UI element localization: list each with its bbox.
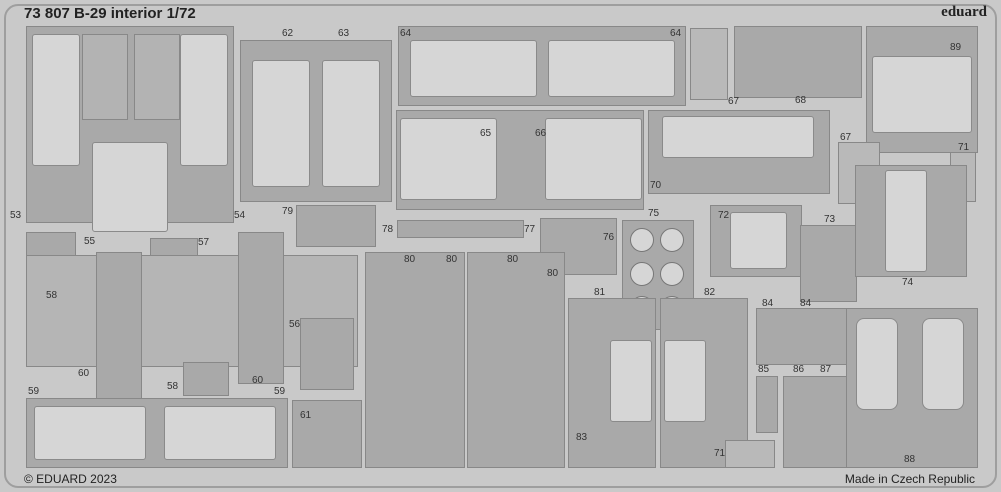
- part-71b: [725, 440, 775, 468]
- part-80a: [365, 252, 465, 468]
- part-number: 67: [840, 132, 852, 143]
- part-number: 55: [84, 236, 96, 247]
- brand-logo: eduard: [941, 4, 987, 20]
- part-number: 80: [404, 254, 416, 265]
- part-number: 58: [167, 381, 179, 392]
- seat: [922, 318, 964, 410]
- part-number: 87: [820, 364, 832, 375]
- part-68: [734, 26, 862, 98]
- part-number: 59: [28, 386, 40, 397]
- part-56: [300, 318, 354, 390]
- part-number: 82: [704, 287, 716, 298]
- panel: [32, 34, 80, 166]
- part-number: 73: [824, 214, 836, 225]
- panel: [180, 34, 228, 166]
- panel: [34, 406, 146, 460]
- part-number: 78: [382, 224, 394, 235]
- part-number: 84: [762, 298, 774, 309]
- part-number: 89: [950, 42, 962, 53]
- part-number: 75: [648, 208, 660, 219]
- part-number: 76: [603, 232, 615, 243]
- part-number: 84: [800, 298, 812, 309]
- part-number: 67: [728, 96, 740, 107]
- part-79: [296, 205, 376, 247]
- part-number: 80: [507, 254, 519, 265]
- part-number: 72: [718, 210, 730, 221]
- wheel: [660, 262, 684, 286]
- panel: [664, 340, 706, 422]
- panel: [548, 40, 675, 97]
- part-number: 86: [793, 364, 805, 375]
- panel: [730, 212, 787, 269]
- part-number: 88: [904, 454, 916, 465]
- part-60b: [96, 252, 142, 404]
- panel: [662, 116, 814, 158]
- panel: [610, 340, 652, 422]
- part-61: [292, 400, 362, 468]
- part-60c: [238, 232, 284, 384]
- part-number: 60: [78, 368, 90, 379]
- part-bars: [690, 28, 728, 100]
- part-number: 71: [958, 142, 970, 153]
- fret-frame: [4, 4, 997, 488]
- part-number: 74: [902, 277, 914, 288]
- part-number: 59: [274, 386, 286, 397]
- panel: [92, 142, 168, 232]
- part-number: 80: [446, 254, 458, 265]
- part-86-87: [783, 376, 850, 468]
- panel: [322, 60, 380, 187]
- part-number: 57: [198, 237, 210, 248]
- panel: [410, 40, 537, 97]
- part-number: 61: [300, 410, 312, 421]
- panel: [164, 406, 276, 460]
- panel: [885, 170, 927, 272]
- seat: [856, 318, 898, 410]
- part-number: 54: [234, 210, 246, 221]
- part-number: 60: [252, 375, 264, 386]
- part-73: [800, 225, 857, 302]
- wheel: [630, 228, 654, 252]
- part-number: 56: [289, 319, 301, 330]
- panel: [252, 60, 310, 187]
- part-number: 64: [400, 28, 412, 39]
- part-number: 71: [714, 448, 726, 459]
- panel: [400, 118, 497, 200]
- panel: [545, 118, 642, 200]
- part-number: 66: [535, 128, 547, 139]
- part-number: 65: [480, 128, 492, 139]
- part-number: 64: [670, 28, 682, 39]
- copyright-text: © EDUARD 2023: [24, 472, 117, 486]
- part-number: 53: [10, 210, 22, 221]
- part-number: 70: [650, 180, 662, 191]
- part-number: 62: [282, 28, 294, 39]
- part-number: 58: [46, 290, 58, 301]
- part-number: 80: [547, 268, 559, 279]
- part-84: [756, 308, 850, 365]
- part-58b: [183, 362, 229, 396]
- part-number: 83: [576, 432, 588, 443]
- part-85: [756, 376, 778, 433]
- part-80b: [467, 252, 565, 468]
- part-number: 63: [338, 28, 350, 39]
- part-number: 85: [758, 364, 770, 375]
- wheel: [660, 228, 684, 252]
- part-number: 79: [282, 206, 294, 217]
- part-number: 68: [795, 95, 807, 106]
- part-number: 81: [594, 287, 606, 298]
- panel: [82, 34, 128, 120]
- fret-title: 73 807 B-29 interior 1/72: [24, 5, 196, 22]
- part-number: 77: [524, 224, 536, 235]
- panel: [134, 34, 180, 120]
- panel: [872, 56, 972, 133]
- part-78: [397, 220, 524, 238]
- wheel: [630, 262, 654, 286]
- origin-text: Made in Czech Republic: [844, 472, 975, 486]
